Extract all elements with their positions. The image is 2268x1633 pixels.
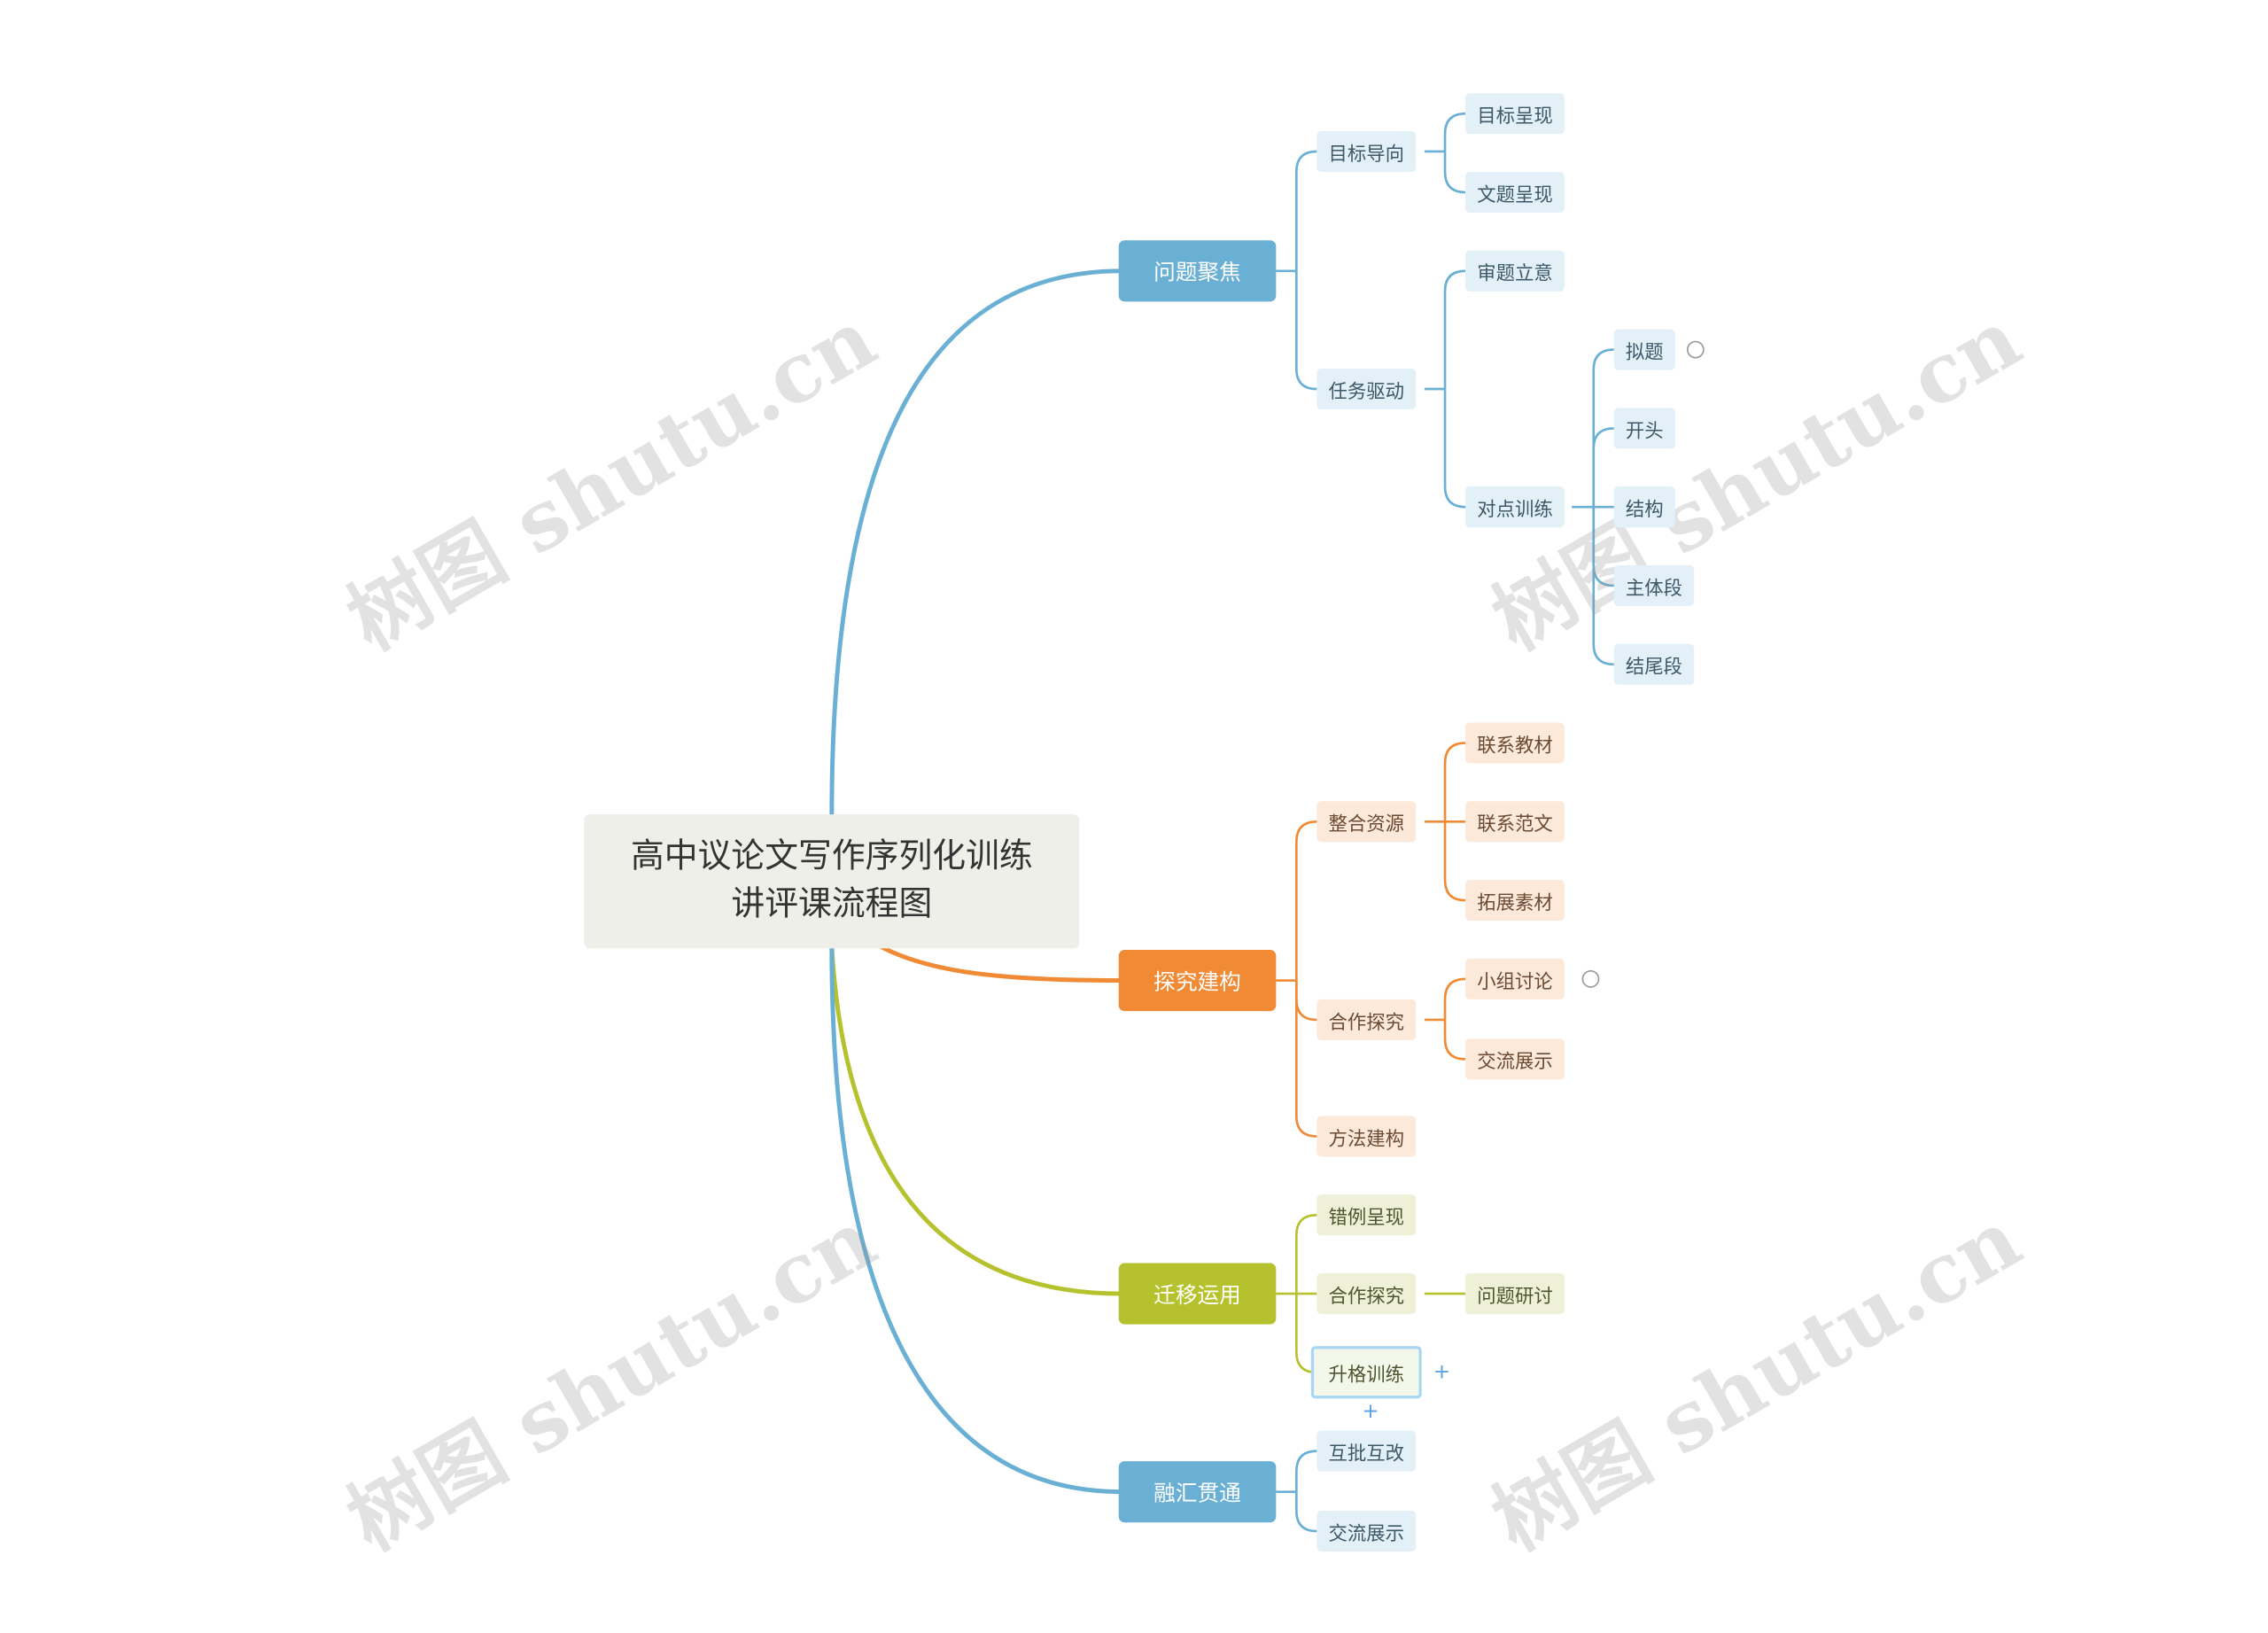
topic-examine-topic[interactable]: 审题立意 — [1465, 250, 1565, 292]
topic-goal-orientation[interactable]: 目标导向 — [1317, 130, 1417, 173]
topic-upgrade-training[interactable]: 升格训练 — [1310, 1346, 1422, 1399]
link-root-b2 — [829, 945, 1124, 1296]
topic-error-examples[interactable]: 错例呈现 — [1317, 1194, 1417, 1236]
topic-task-driven[interactable]: 任务驱动 — [1317, 368, 1417, 410]
topic-opening[interactable]: 开头 — [1613, 408, 1675, 449]
topic-peer-review[interactable]: 互批互改 — [1317, 1430, 1417, 1472]
topic-body-paragraph[interactable]: 主体段 — [1613, 564, 1695, 606]
topic-method-construction[interactable]: 方法建构 — [1317, 1116, 1417, 1157]
topic-exchange-display-2[interactable]: 交流展示 — [1317, 1511, 1417, 1552]
info-icon[interactable] — [1581, 970, 1600, 988]
topic-link-textbook[interactable]: 联系教材 — [1465, 722, 1565, 764]
topic-cooperative-inquiry[interactable]: 合作探究 — [1317, 999, 1417, 1040]
topic-group-discussion[interactable]: 小组讨论 — [1465, 958, 1565, 999]
root-title: 高中议论文写作序列化训练讲评课流程图 — [630, 837, 1033, 924]
topic-integrate-resources[interactable]: 整合资源 — [1317, 801, 1417, 843]
branch-transfer-apply[interactable]: 迁移运用 — [1118, 1263, 1277, 1325]
branch-problem-focus[interactable]: 问题聚焦 — [1118, 240, 1277, 302]
topic-structure[interactable]: 结构 — [1613, 486, 1675, 528]
topic-extend-material[interactable]: 拓展素材 — [1465, 880, 1565, 921]
topic-targeted-training[interactable]: 对点训练 — [1465, 486, 1565, 528]
link-root-b1 — [879, 945, 1124, 984]
link-root-b3 — [829, 945, 1124, 1495]
topic-goal-present[interactable]: 目标呈现 — [1465, 93, 1565, 135]
topic-exchange-display[interactable]: 交流展示 — [1465, 1038, 1565, 1080]
topic-cooperative-inquiry-2[interactable]: 合作探究 — [1317, 1273, 1417, 1315]
info-icon[interactable] — [1686, 340, 1705, 359]
root-topic[interactable]: 高中议论文写作序列化训练讲评课流程图 — [584, 814, 1080, 949]
add-child-icon[interactable]: + — [1362, 1400, 1379, 1424]
add-sibling-icon[interactable]: + — [1433, 1360, 1451, 1384]
branch-integrate[interactable]: 融汇贯通 — [1118, 1461, 1277, 1523]
topic-ending-paragraph[interactable]: 结尾段 — [1613, 643, 1695, 685]
link-root-b0 — [829, 268, 1124, 819]
topic-title-present[interactable]: 文题呈现 — [1465, 172, 1565, 214]
branch-explore-construct[interactable]: 探究建构 — [1118, 950, 1277, 1012]
topic-drafting-title[interactable]: 拟题 — [1613, 329, 1675, 370]
topic-link-model-essay[interactable]: 联系范文 — [1465, 801, 1565, 843]
topic-problem-discussion[interactable]: 问题研讨 — [1465, 1273, 1565, 1315]
